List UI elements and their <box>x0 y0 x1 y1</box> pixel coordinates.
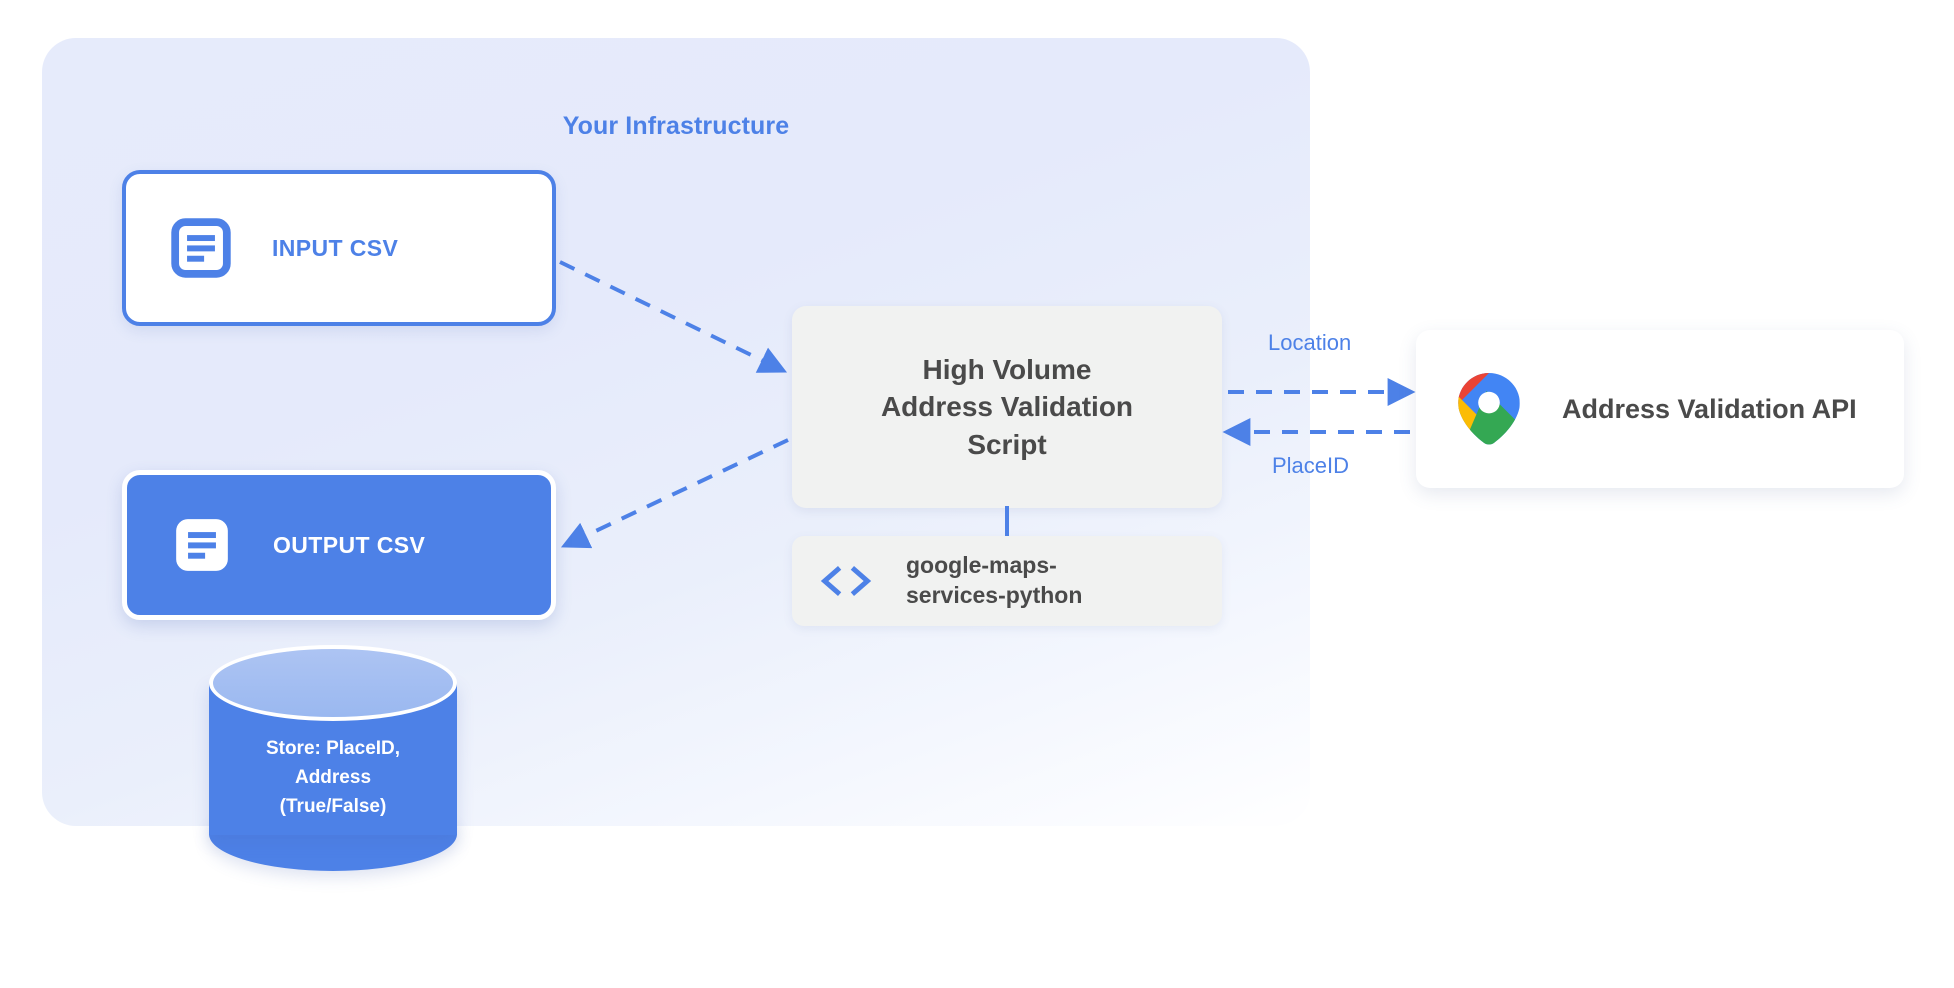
edge-label-location: Location <box>1268 330 1352 355</box>
code-brackets-icon <box>820 565 872 597</box>
script-label-line-3: Script <box>967 428 1047 460</box>
api-label: Address Validation API <box>1562 393 1857 424</box>
database-label-line-1: Store: PlaceID, <box>265 738 401 759</box>
document-icon <box>171 218 231 278</box>
script-library-connector <box>1005 506 1009 538</box>
script-label-line-2: Address Validation <box>880 391 1134 423</box>
edge-label-placeid: PlaceID <box>1272 453 1350 478</box>
address-validation-api-node[interactable]: Address Validation API <box>1416 330 1904 488</box>
library-label-line-1: google-maps- <box>906 552 1057 579</box>
document-icon <box>176 519 228 571</box>
script-node[interactable]: High Volume Address Validation Script <box>792 306 1222 508</box>
page-title: Your Infrastructure <box>562 112 790 140</box>
cylinder-top <box>209 645 457 721</box>
input-csv-label: INPUT CSV <box>272 234 399 261</box>
database-label: Store: PlaceID, Address (True/False) <box>209 735 457 822</box>
google-maps-pin-icon <box>1458 373 1520 445</box>
output-csv-label: OUTPUT CSV <box>273 531 426 558</box>
input-csv-node[interactable]: INPUT CSV <box>122 170 556 326</box>
database-cylinder-node[interactable]: Store: PlaceID, Address (True/False) <box>209 645 457 871</box>
script-label-line-1: High Volume <box>922 353 1092 385</box>
output-csv-node[interactable]: OUTPUT CSV <box>122 470 556 620</box>
database-label-line-3: (True/False) <box>279 795 387 817</box>
library-label: google-maps- services-python <box>906 551 1082 611</box>
library-label-line-2: services-python <box>906 582 1083 608</box>
library-node[interactable]: google-maps- services-python <box>792 536 1222 626</box>
database-label-line-2: Address <box>294 766 372 788</box>
